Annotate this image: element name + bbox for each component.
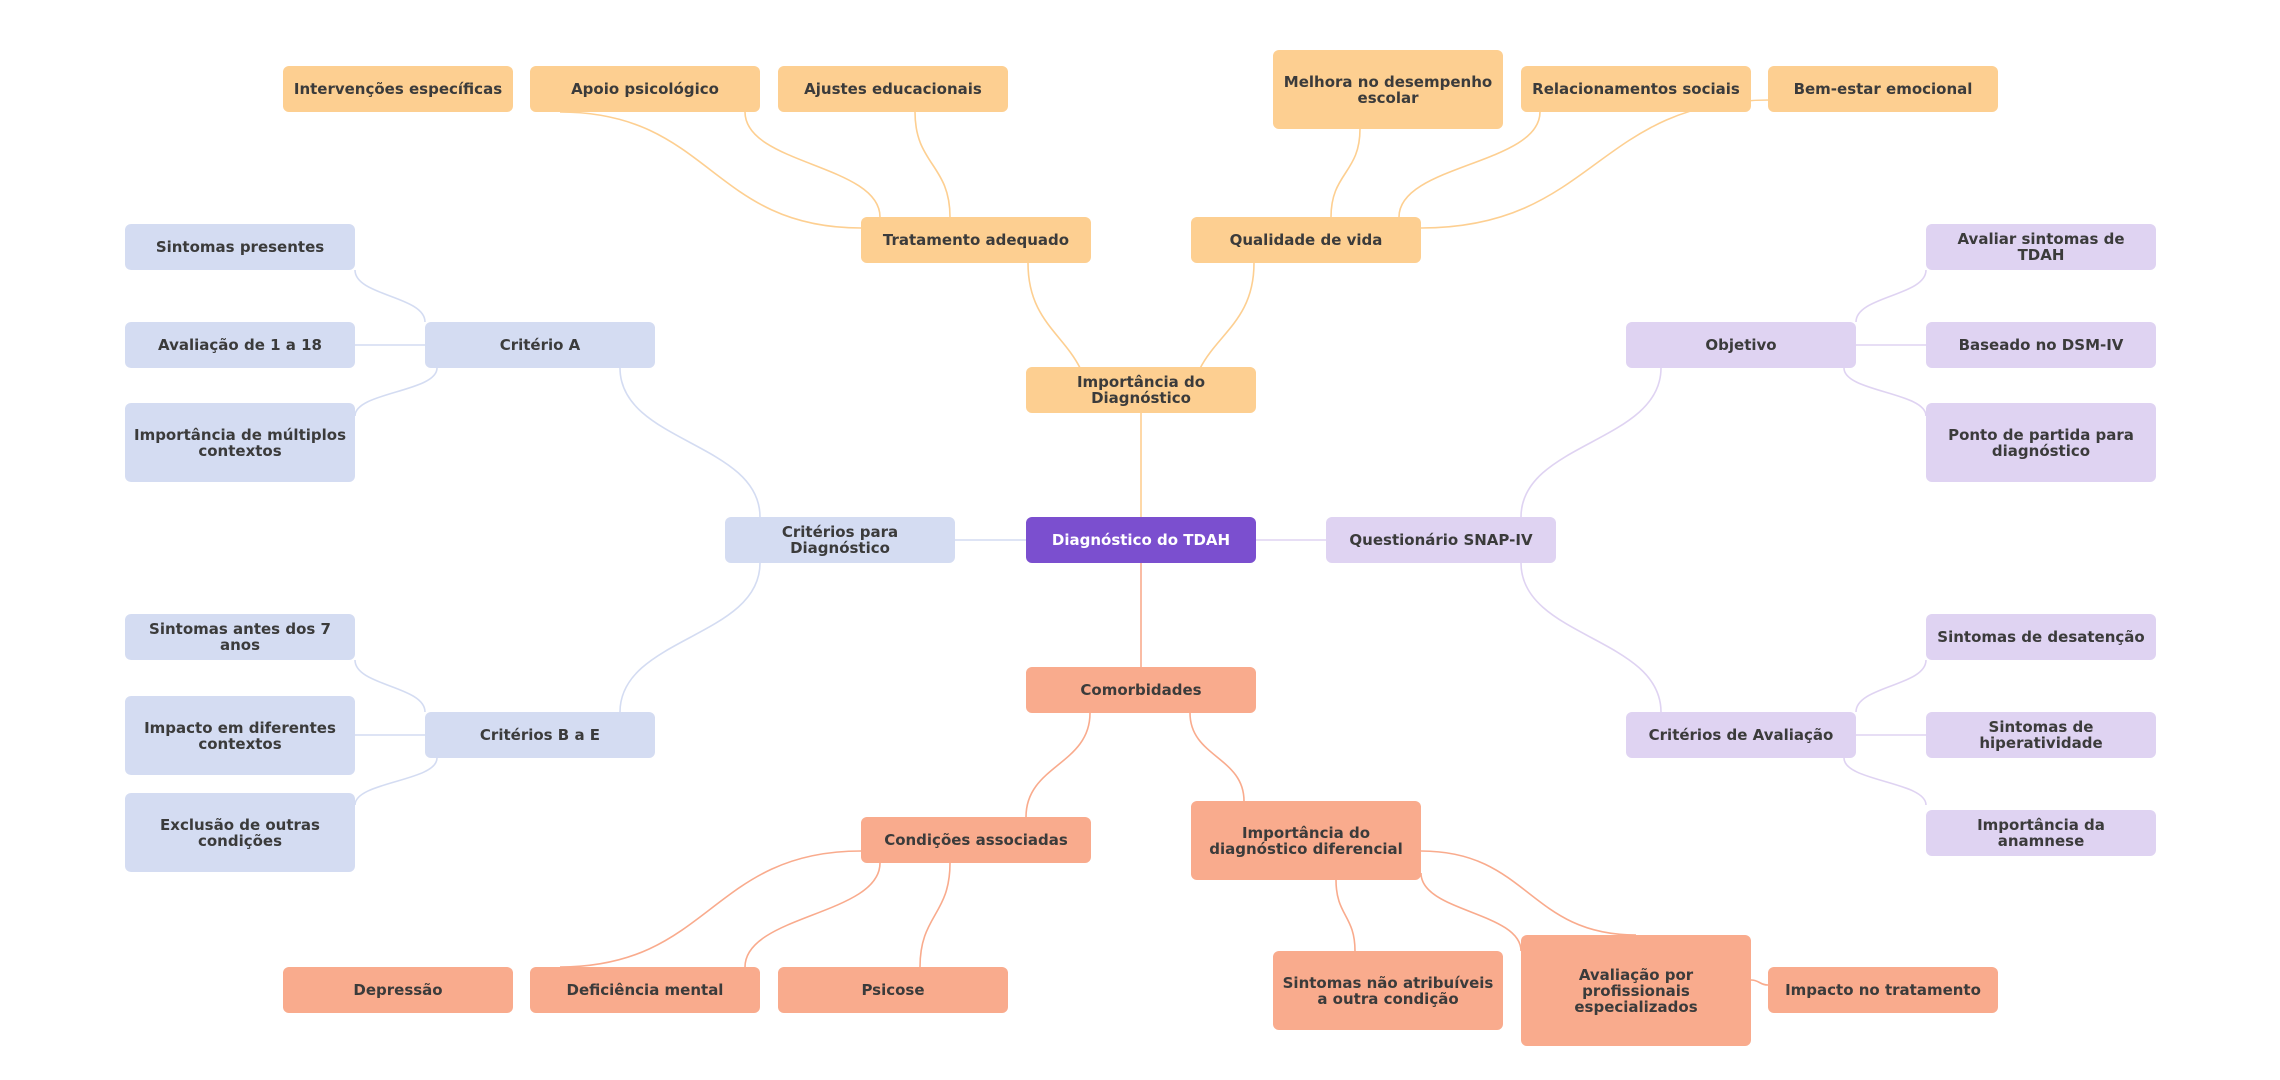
- criteria-node[interactable]: Critérios para Diagnóstico: [725, 517, 955, 563]
- evaluation-child-node[interactable]: Importância da anamnese: [1926, 810, 2156, 856]
- criterion-a-node[interactable]: Critério A: [425, 322, 655, 368]
- associated-conditions-node[interactable]: Condições associadas: [861, 817, 1091, 863]
- connector-line: [1025, 712, 1091, 818]
- connector-line: [354, 269, 426, 323]
- quality-child-node[interactable]: Bem-estar emocional: [1768, 66, 1998, 112]
- connector-line: [1750, 979, 1769, 986]
- snap-node[interactable]: Questionário SNAP-IV: [1326, 517, 1556, 563]
- connector-line: [1420, 872, 1522, 952]
- associated-child-node[interactable]: Psicose: [778, 967, 1008, 1013]
- connector-line: [1520, 367, 1662, 518]
- connector-line: [744, 111, 881, 218]
- connector-line: [619, 562, 761, 713]
- connector-line: [1335, 879, 1356, 952]
- connector-line: [1855, 659, 1927, 713]
- connector-line: [1843, 757, 1927, 806]
- connector-line: [1330, 128, 1361, 218]
- criterion-be-node[interactable]: Critérios B a E: [425, 712, 655, 758]
- connector-line: [919, 862, 951, 968]
- evaluation-criteria-node[interactable]: Critérios de Avaliação: [1626, 712, 1856, 758]
- connector-line: [354, 757, 438, 806]
- quality-child-node[interactable]: Relacionamentos sociais: [1521, 66, 1751, 112]
- objective-child-node[interactable]: Avaliar sintomas de TDAH: [1926, 224, 2156, 270]
- associated-child-node[interactable]: Deficiência mental: [530, 967, 760, 1013]
- differential-child-node[interactable]: Impacto no tratamento: [1768, 967, 1998, 1013]
- objective-node[interactable]: Objetivo: [1626, 322, 1856, 368]
- connector-line: [1855, 269, 1927, 323]
- quality-node[interactable]: Qualidade de vida: [1191, 217, 1421, 263]
- treatment-child-node[interactable]: Intervenções específicas: [283, 66, 513, 112]
- associated-child-node[interactable]: Depressão: [283, 967, 513, 1013]
- treatment-child-node[interactable]: Apoio psicológico: [530, 66, 760, 112]
- importance-node[interactable]: Importância do Diagnóstico: [1026, 367, 1256, 413]
- quality-child-node[interactable]: Melhora no desempenho escolar: [1273, 50, 1503, 129]
- connector-line: [354, 659, 426, 713]
- connector-line: [744, 862, 881, 968]
- differential-child-node[interactable]: Sintomas não atribuíveis a outra condiçã…: [1273, 951, 1503, 1030]
- criterion-a-child-node[interactable]: Importância de múltiplos contextos: [125, 403, 355, 482]
- connector-line: [1189, 712, 1245, 802]
- connector-line: [914, 111, 951, 218]
- differential-diagnosis-node[interactable]: Importância do diagnóstico diferencial: [1191, 801, 1421, 880]
- center-node[interactable]: Diagnóstico do TDAH: [1026, 517, 1256, 563]
- objective-child-node[interactable]: Baseado no DSM-IV: [1926, 322, 2156, 368]
- connector-line: [559, 850, 862, 968]
- connector-line: [1520, 562, 1662, 713]
- criterion-be-child-node[interactable]: Impacto em diferentes contextos: [125, 696, 355, 775]
- objective-child-node[interactable]: Ponto de partida para diagnóstico: [1926, 403, 2156, 482]
- connector-line: [1843, 367, 1927, 417]
- treatment-child-node[interactable]: Ajustes educacionais: [778, 66, 1008, 112]
- differential-child-node[interactable]: Avaliação por profissionais especializad…: [1521, 935, 1751, 1046]
- connector-line: [354, 367, 438, 417]
- treatment-node[interactable]: Tratamento adequado: [861, 217, 1091, 263]
- criterion-be-child-node[interactable]: Exclusão de outras condições: [125, 793, 355, 872]
- comorbidities-node[interactable]: Comorbidades: [1026, 667, 1256, 713]
- criterion-a-child-node[interactable]: Sintomas presentes: [125, 224, 355, 270]
- evaluation-child-node[interactable]: Sintomas de hiperatividade: [1926, 712, 2156, 758]
- evaluation-child-node[interactable]: Sintomas de desatenção: [1926, 614, 2156, 660]
- criterion-be-child-node[interactable]: Sintomas antes dos 7 anos: [125, 614, 355, 660]
- connector-line: [1398, 111, 1541, 218]
- connector-line: [1420, 850, 1637, 936]
- connector-line: [619, 367, 761, 518]
- connector-line: [559, 111, 862, 229]
- criterion-a-child-node[interactable]: Avaliação de 1 a 18: [125, 322, 355, 368]
